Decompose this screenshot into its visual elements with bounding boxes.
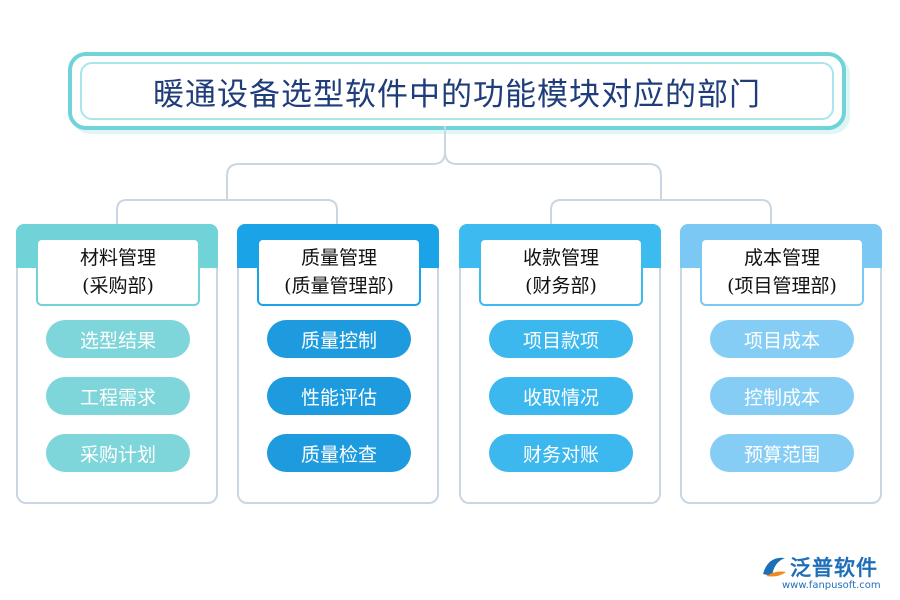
module-item: 收取情况	[489, 377, 633, 415]
connector-left-trunk	[226, 126, 446, 190]
module-name: 质量管理	[300, 247, 377, 269]
module-department: (财务部)	[525, 275, 597, 297]
module-name: 成本管理	[743, 247, 820, 269]
module-item: 预算范围	[710, 434, 854, 472]
brand-url: www.fanpusoft.com	[782, 580, 881, 591]
fanpu-logo-icon	[763, 557, 786, 577]
module-item: 选型结果	[46, 320, 190, 358]
module-item: 工程需求	[46, 377, 190, 415]
module-card-cost: 成本管理 (项目管理部) 项目成本 控制成本 预算范围	[680, 224, 882, 504]
module-label: 收款管理 (财务部)	[481, 240, 641, 304]
module-item: 质量控制	[267, 320, 411, 358]
module-label: 成本管理 (项目管理部)	[702, 240, 862, 304]
module-department: (质量管理部)	[284, 275, 394, 297]
module-item: 采购计划	[46, 434, 190, 472]
module-name: 材料管理	[79, 247, 156, 269]
module-card-material: 材料管理 (采购部) 选型结果 工程需求 采购计划	[16, 224, 218, 504]
module-item: 性能评估	[267, 377, 411, 415]
module-name: 收款管理	[522, 247, 599, 269]
module-item: 项目成本	[710, 320, 854, 358]
module-item: 控制成本	[710, 377, 854, 415]
module-label: 质量管理 (质量管理部)	[259, 240, 419, 304]
connector-left-branch	[116, 199, 338, 224]
module-department: (采购部)	[82, 275, 154, 297]
connector-right-trunk	[444, 126, 662, 190]
module-item: 财务对账	[489, 434, 633, 472]
brand-logo: 泛普软件 www.fanpusoft.com	[760, 552, 890, 596]
connector-right-branch	[550, 199, 772, 224]
module-card-quality: 质量管理 (质量管理部) 质量控制 性能评估 质量检查	[237, 224, 439, 504]
module-card-receivables: 收款管理 (财务部) 项目款项 收取情况 财务对账	[459, 224, 661, 504]
module-label: 材料管理 (采购部)	[38, 240, 198, 304]
module-department: (项目管理部)	[727, 275, 837, 297]
module-item: 项目款项	[489, 320, 633, 358]
diagram-title: 暖通设备选型软件中的功能模块对应的部门	[153, 76, 761, 113]
brand-name: 泛普软件	[790, 556, 878, 580]
module-item: 质量检查	[267, 434, 411, 472]
